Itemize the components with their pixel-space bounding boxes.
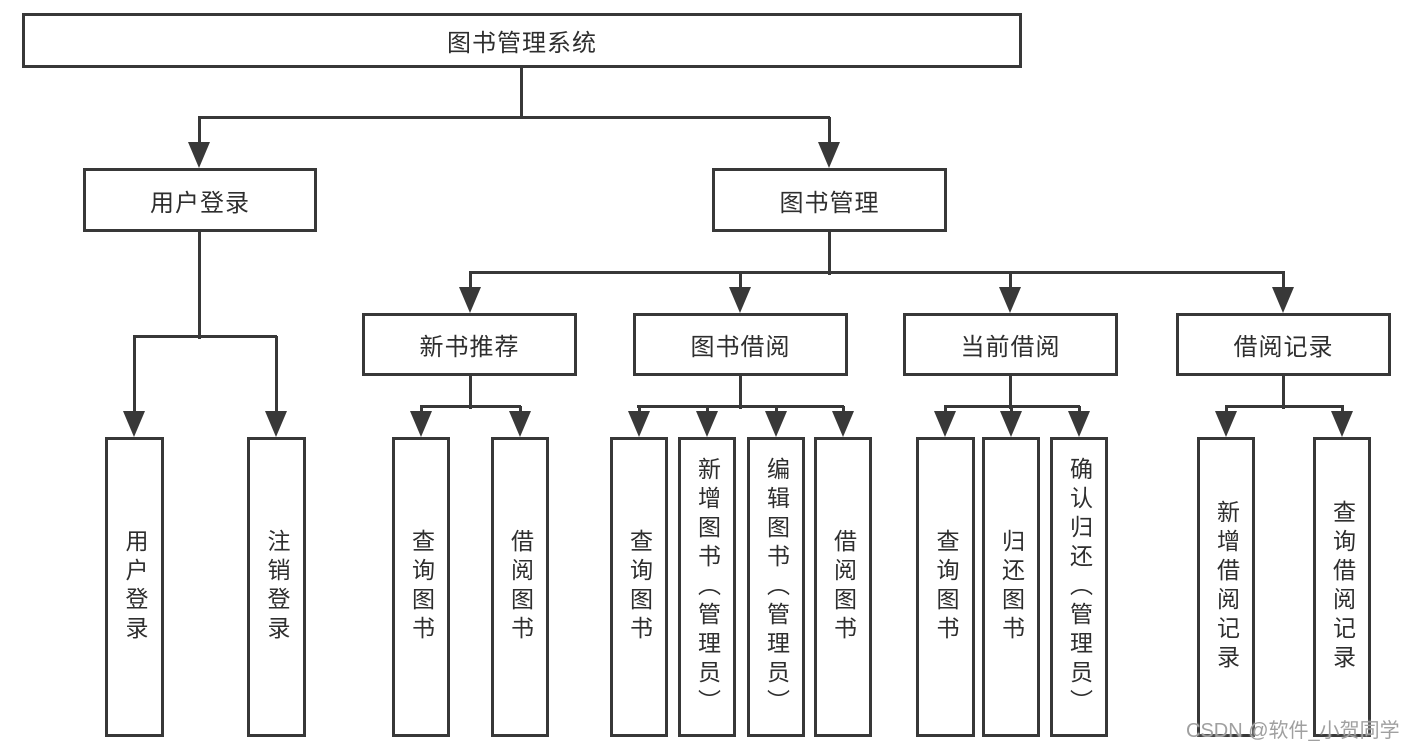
- connector-line: [468, 272, 472, 289]
- node-label: 图书借阅: [690, 334, 791, 361]
- arrow-down-icon: [765, 411, 787, 437]
- arrow-down-icon: [1331, 411, 1353, 437]
- connector-line: [943, 406, 947, 413]
- arrow-down-icon: [729, 287, 751, 313]
- arrow-down-icon: [832, 411, 854, 437]
- connector-line: [827, 232, 831, 275]
- arrow-down-icon: [696, 411, 718, 437]
- node-label: 图书管理系统: [447, 30, 597, 57]
- connector-line: [197, 117, 201, 144]
- node-book-management: 图书管理: [712, 168, 947, 232]
- leaf-query-books-recommend: 查询图书: [392, 437, 450, 737]
- arrow-down-icon: [265, 411, 287, 437]
- arrow-down-icon: [628, 411, 650, 437]
- arrow-down-icon: [509, 411, 531, 437]
- connector-line: [420, 404, 521, 408]
- node-label: 查询图书: [933, 529, 959, 645]
- connector-line: [774, 406, 778, 413]
- node-label: 新增借阅记录: [1213, 500, 1240, 674]
- connector-line: [197, 232, 201, 339]
- leaf-borrow-books-recommend: 借阅图书: [491, 437, 549, 737]
- connector-line: [518, 406, 522, 413]
- connector-line: [637, 404, 844, 408]
- node-label: 借阅图书: [507, 529, 534, 645]
- connector-line: [637, 406, 641, 413]
- arrow-down-icon: [1215, 411, 1237, 437]
- node-label: 查询图书: [408, 529, 435, 645]
- leaf-add-borrow-record: 新增借阅记录: [1197, 437, 1255, 737]
- connector-line: [1077, 406, 1081, 413]
- arrow-down-icon: [1272, 287, 1294, 313]
- arrow-down-icon: [818, 142, 840, 168]
- connector-line: [198, 115, 830, 119]
- node-book-borrowing: 图书借阅: [633, 313, 848, 376]
- node-label: 新增图书（管理员）: [694, 456, 721, 718]
- arrow-down-icon: [1068, 411, 1090, 437]
- connector-line: [738, 376, 742, 409]
- node-label: 用户登录: [150, 189, 250, 217]
- connector-line: [419, 406, 423, 413]
- connector-line: [841, 406, 845, 413]
- connector-line: [1008, 376, 1012, 409]
- connector-line: [1008, 272, 1012, 289]
- leaf-confirm-return-admin: 确认归还（管理员）: [1050, 437, 1108, 737]
- arrow-down-icon: [999, 287, 1021, 313]
- node-borrowing-records: 借阅记录: [1176, 313, 1391, 376]
- leaf-user-login: 用户登录: [105, 437, 164, 737]
- connector-line: [1224, 406, 1228, 413]
- node-label: 注销登录: [264, 529, 290, 645]
- arrow-down-icon: [188, 142, 210, 168]
- connector-line: [133, 334, 277, 338]
- connector-line: [469, 270, 1285, 274]
- connector-line: [468, 376, 472, 409]
- node-label: 查询图书: [626, 529, 653, 645]
- node-current-borrowing: 当前借阅: [903, 313, 1118, 376]
- node-label: 新书推荐: [419, 334, 520, 361]
- connector-line: [1225, 404, 1344, 408]
- node-label: 借阅记录: [1233, 334, 1334, 361]
- node-label: 当前借阅: [960, 334, 1061, 361]
- connector-line: [738, 272, 742, 289]
- leaf-query-books-borrowing: 查询图书: [610, 437, 668, 737]
- connector-line: [1281, 272, 1285, 289]
- leaf-return-book: 归还图书: [982, 437, 1040, 737]
- arrow-down-icon: [1000, 411, 1022, 437]
- csdn-watermark: CSDN @软件_小贺同学: [1186, 720, 1400, 742]
- connector-line: [1009, 406, 1013, 413]
- arrow-down-icon: [123, 411, 145, 437]
- node-label: 归还图书: [998, 529, 1025, 645]
- node-label: 确认归还（管理员）: [1066, 456, 1093, 718]
- connector-line: [827, 117, 831, 144]
- node-new-book-recommendation: 新书推荐: [362, 313, 577, 376]
- connector-line: [519, 68, 523, 118]
- arrow-down-icon: [459, 287, 481, 313]
- arrow-down-icon: [410, 411, 432, 437]
- arrow-down-icon: [934, 411, 956, 437]
- node-user-login: 用户登录: [83, 168, 317, 232]
- leaf-add-book-admin: 新增图书（管理员）: [678, 437, 736, 737]
- connector-line: [1340, 406, 1344, 413]
- leaf-edit-book-admin: 编辑图书（管理员）: [747, 437, 805, 737]
- leaf-query-borrow-record: 查询借阅记录: [1313, 437, 1371, 737]
- node-label: 编辑图书（管理员）: [763, 456, 790, 718]
- node-label: 用户登录: [122, 529, 148, 645]
- node-label: 图书管理: [779, 189, 880, 217]
- leaf-query-books-current: 查询图书: [916, 437, 975, 737]
- node-label: 查询借阅记录: [1329, 500, 1356, 674]
- connector-line: [274, 336, 278, 413]
- connector-line: [705, 406, 709, 413]
- leaf-borrow-books-borrowing: 借阅图书: [814, 437, 872, 737]
- leaf-logout: 注销登录: [247, 437, 306, 737]
- connector-line: [132, 336, 136, 413]
- node-label: 借阅图书: [830, 529, 857, 645]
- node-library-management-system: 图书管理系统: [22, 13, 1022, 68]
- connector-line: [1281, 376, 1285, 409]
